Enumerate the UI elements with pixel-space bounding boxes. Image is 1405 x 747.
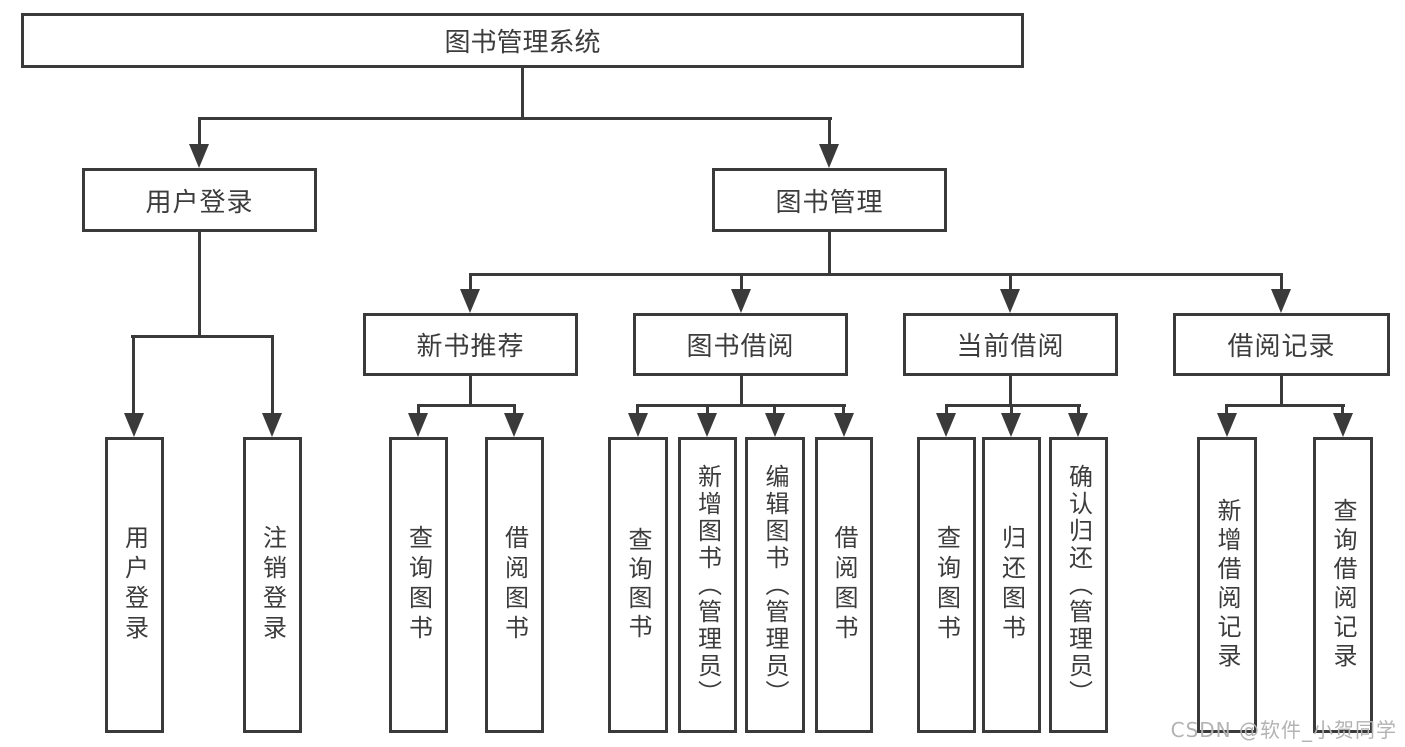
arrow-down-icon: [189, 144, 209, 168]
leaf-confirm-return-admin: 确认归还（管理员）: [1049, 437, 1108, 733]
connector-stem: [1077, 404, 1080, 415]
leaf-borrow-books-2: 借阅图书: [815, 437, 873, 733]
node-book-borrowing: 图书借阅: [633, 313, 848, 376]
node-label: 查询图书: [624, 527, 652, 643]
arrow-down-icon: [765, 413, 785, 437]
arrow-down-icon: [504, 413, 524, 437]
arrow-down-icon: [1000, 289, 1020, 313]
connector-stem: [469, 273, 472, 291]
connector-stem: [1341, 404, 1344, 415]
connector-rail: [1225, 404, 1345, 407]
arrow-down-icon: [819, 144, 839, 168]
leaf-add-borrow-record: 新增借阅记录: [1197, 437, 1257, 733]
connector-stem: [198, 117, 201, 146]
arrow-down-icon: [731, 289, 751, 313]
connector-rail: [417, 404, 516, 407]
leaf-return-books: 归还图书: [982, 437, 1041, 733]
arrow-down-icon: [1001, 413, 1021, 437]
connector-stem: [469, 375, 472, 406]
node-label: 用户登录: [145, 187, 254, 218]
node-label: 归还图书: [997, 525, 1026, 645]
connector-stem: [740, 273, 743, 291]
connector-stem: [132, 335, 135, 415]
connector-stem: [740, 375, 743, 406]
arrow-down-icon: [262, 413, 282, 437]
connector-stem: [513, 404, 516, 415]
leaf-edit-books-admin: 编辑图书（管理员）: [745, 437, 805, 733]
node-label: 图书管理: [775, 187, 884, 218]
node-current-borrowing: 当前借阅: [903, 313, 1118, 376]
node-label: 借阅图书: [500, 525, 529, 645]
arrow-down-icon: [1271, 289, 1291, 313]
node-label: 查询图书: [932, 525, 961, 645]
connector-stem: [773, 404, 776, 415]
node-label: 新书推荐: [416, 332, 525, 362]
node-label: 借阅记录: [1227, 332, 1336, 362]
connector-rail: [945, 404, 1081, 407]
node-label: 图书管理系统: [444, 28, 601, 58]
leaf-query-borrow-record: 查询借阅记录: [1313, 437, 1373, 733]
csdn-watermark: CSDN @软件_小贺同学: [1170, 718, 1397, 742]
connector-root-stem: [521, 68, 524, 118]
node-label: 用户登录: [120, 525, 149, 645]
arrow-down-icon: [1217, 413, 1237, 437]
leaf-borrow-books-1: 借阅图书: [485, 437, 544, 733]
leaf-query-books-2: 查询图书: [608, 437, 668, 733]
connector-stem: [1280, 375, 1283, 406]
node-new-book-recommend: 新书推荐: [363, 313, 578, 376]
connector-userlogin-stem: [198, 232, 201, 338]
connector-stem: [706, 404, 709, 415]
node-label: 确认归还（管理员）: [1064, 463, 1093, 707]
arrow-down-icon: [1333, 413, 1353, 437]
connector-stem: [945, 404, 948, 415]
arrow-down-icon: [697, 413, 717, 437]
connector-stem: [636, 404, 639, 415]
connector-stem: [1280, 273, 1283, 291]
connector-stem: [1009, 273, 1012, 291]
node-label: 注销登录: [258, 525, 287, 645]
node-label: 查询借阅记录: [1329, 498, 1357, 672]
arrow-down-icon: [628, 413, 648, 437]
node-borrowing-records: 借阅记录: [1173, 313, 1390, 376]
node-label: 图书借阅: [686, 332, 795, 362]
arrow-down-icon: [124, 413, 144, 437]
node-library-management-system: 图书管理系统: [21, 13, 1024, 68]
leaf-add-books-admin: 新增图书（管理员）: [678, 437, 737, 733]
connector-level2-rail: [198, 117, 832, 120]
connector-stem: [842, 404, 845, 415]
connector-userlogin-rail: [131, 335, 274, 338]
node-label: 新增图书（管理员）: [693, 463, 722, 707]
connector-level3-rail: [469, 273, 1283, 276]
node-label: 编辑图书（管理员）: [761, 463, 789, 707]
connector-stem: [417, 404, 420, 415]
connector-stem: [1225, 404, 1228, 415]
node-label: 新增借阅记录: [1213, 498, 1241, 672]
node-user-login: 用户登录: [82, 168, 317, 232]
connector-stem: [1010, 404, 1013, 415]
arrow-down-icon: [1068, 413, 1088, 437]
node-label: 查询图书: [404, 525, 433, 645]
arrow-down-icon: [936, 413, 956, 437]
connector-rail: [636, 404, 846, 407]
node-label: 当前借阅: [956, 332, 1065, 362]
connector-stem: [828, 117, 831, 146]
connector-stem: [271, 335, 274, 415]
leaf-user-login: 用户登录: [105, 437, 164, 733]
leaf-query-books-3: 查询图书: [917, 437, 976, 733]
connector-bookmgmt-stem: [828, 232, 831, 276]
leaf-logout: 注销登录: [243, 437, 302, 733]
node-book-management: 图书管理: [712, 168, 947, 232]
leaf-query-books-1: 查询图书: [389, 437, 448, 733]
connector-stem: [1009, 375, 1012, 406]
arrow-down-icon: [460, 289, 480, 313]
arrow-down-icon: [408, 413, 428, 437]
arrow-down-icon: [834, 413, 854, 437]
node-label: 借阅图书: [830, 525, 858, 645]
